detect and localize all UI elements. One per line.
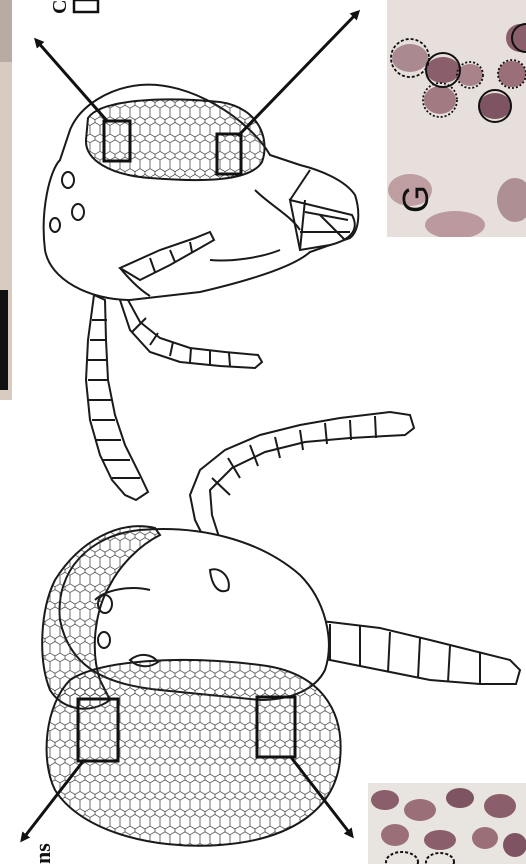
- panel-label-ns-fragment: ns: [30, 843, 55, 864]
- micrograph-g: G: [387, 0, 526, 239]
- panel-label-c-fragment: C: [49, 0, 98, 14]
- panel-label-g: G: [395, 185, 436, 213]
- arrow-to-upper-left: [36, 40, 108, 122]
- arrow-to-micrograph-g: [238, 12, 358, 136]
- svg-text:C: C: [49, 0, 71, 14]
- compound-eye-lateral: [47, 660, 341, 846]
- micrograph-bottom: [368, 783, 526, 864]
- left-micrograph-strip: [0, 0, 12, 400]
- compound-eye-frontal: [86, 99, 265, 180]
